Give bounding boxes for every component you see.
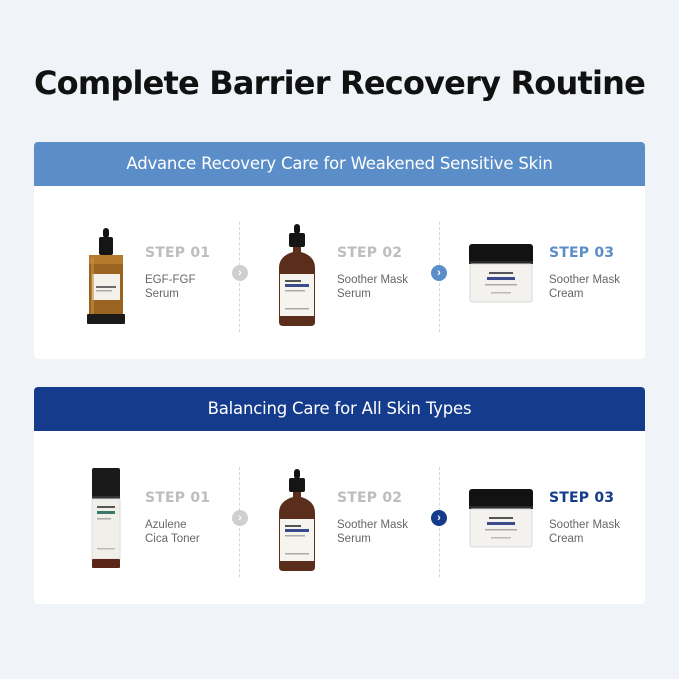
product-image-soother-mask-cream — [469, 244, 533, 303]
chevron-right-icon: › — [431, 510, 447, 526]
routine-steps: STEP 01 EGF-FGF Serum › STEP 02 Soother … — [34, 186, 645, 359]
routine-card-balancing-care: Balancing Care for All Skin Types STEP 0… — [34, 387, 645, 604]
product-image-egf-fgf-serum — [87, 228, 125, 324]
step-label: STEP 02 — [337, 245, 403, 261]
step-label-active: STEP 03 — [549, 245, 615, 261]
step-label-active: STEP 03 — [549, 490, 615, 506]
step-product-name: Soother Mask Cream — [549, 274, 620, 300]
step-label: STEP 01 — [145, 490, 211, 506]
product-image-azulene-cica-toner — [91, 468, 121, 568]
step-product-name: Soother Mask Cream — [549, 519, 620, 545]
routine-header: Advance Recovery Care for Weakened Sensi… — [34, 142, 645, 186]
page-title: Complete Barrier Recovery Routine — [33, 64, 646, 102]
chevron-right-icon: › — [232, 510, 248, 526]
product-image-soother-mask-serum — [279, 224, 315, 326]
routine-header: Balancing Care for All Skin Types — [34, 387, 645, 431]
step-label: STEP 01 — [145, 245, 211, 261]
product-image-soother-mask-cream — [469, 489, 533, 548]
routine-steps: STEP 01 Azulene Cica Toner › STEP 02 Soo… — [34, 431, 645, 604]
product-image-soother-mask-serum — [279, 469, 315, 571]
step-product-name: EGF-FGF Serum — [145, 274, 196, 300]
step-product-name: Soother Mask Serum — [337, 519, 408, 545]
chevron-right-icon: › — [431, 265, 447, 281]
step-product-name: Azulene Cica Toner — [145, 519, 200, 545]
step-label: STEP 02 — [337, 490, 403, 506]
step-product-name: Soother Mask Serum — [337, 274, 408, 300]
routine-card-advance-recovery: Advance Recovery Care for Weakened Sensi… — [34, 142, 645, 359]
chevron-right-icon: › — [232, 265, 248, 281]
